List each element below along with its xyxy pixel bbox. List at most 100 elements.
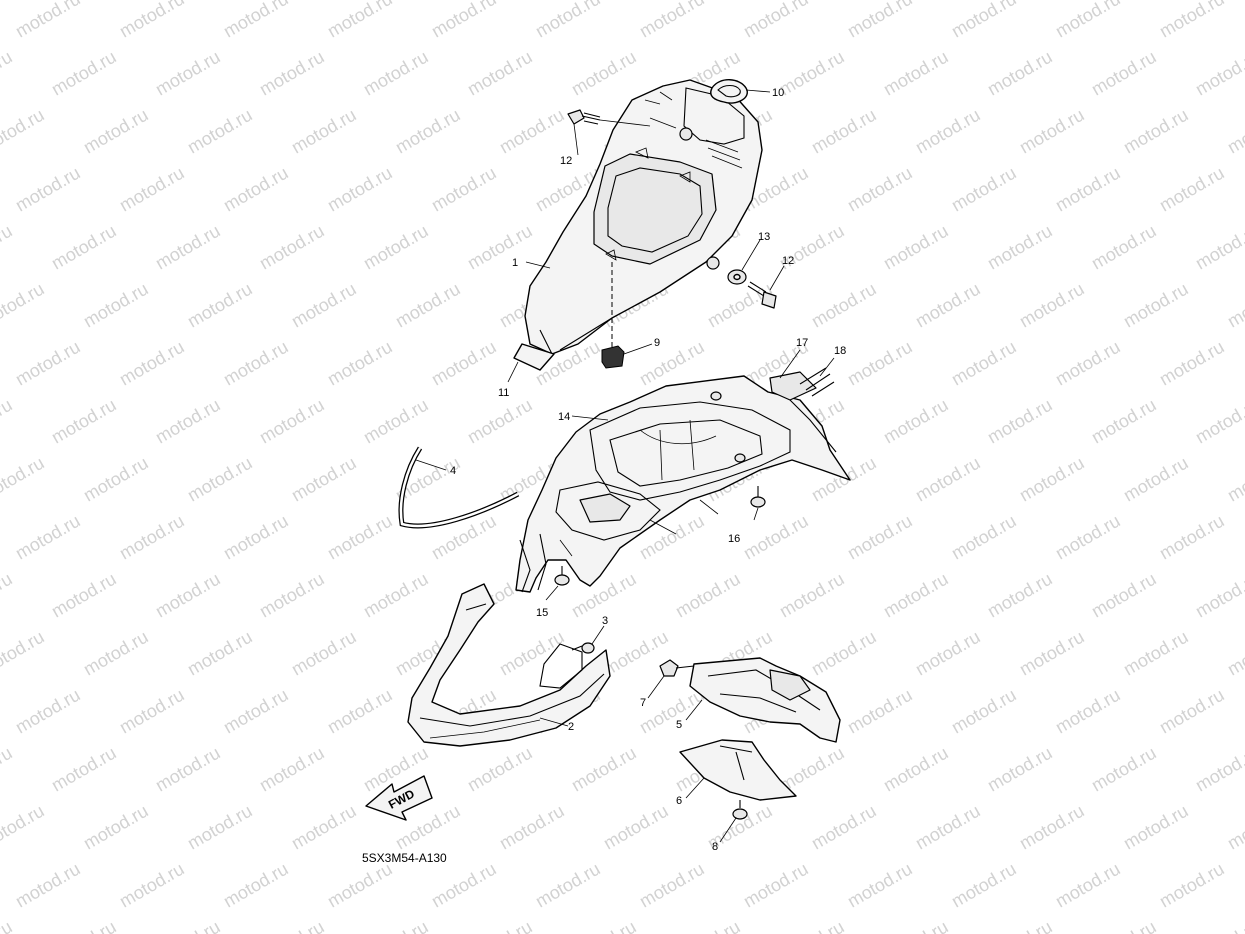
- watermark-text: motod.ru: [1052, 685, 1124, 738]
- watermark-text: motod.ru: [1224, 627, 1245, 680]
- watermark-text: motod.ru: [844, 685, 916, 738]
- watermark-text: motod.ru: [776, 47, 848, 100]
- watermark-text: motod.ru: [220, 163, 292, 216]
- watermark-text: motod.ru: [880, 743, 952, 796]
- watermark-text: motod.ru: [880, 569, 952, 622]
- watermark-text: motod.ru: [428, 859, 500, 912]
- watermark-text: motod.ru: [116, 0, 188, 41]
- watermark-text: motod.ru: [1052, 511, 1124, 564]
- callout-2: 2: [568, 721, 574, 733]
- watermark-text: motod.ru: [568, 743, 640, 796]
- callout-5: 5: [676, 719, 682, 731]
- watermark-text: motod.ru: [984, 47, 1056, 100]
- part-9-clip: [601, 345, 625, 369]
- callout-11: 11: [498, 387, 509, 399]
- part-7-bolt: [659, 659, 695, 677]
- watermark-text: motod.ru: [740, 0, 812, 41]
- watermark-text: motod.ru: [740, 859, 812, 912]
- part-11-plate: [513, 343, 555, 371]
- watermark-text: motod.ru: [152, 47, 224, 100]
- watermark-text: motod.ru: [220, 859, 292, 912]
- watermark-text: motod.ru: [256, 221, 328, 274]
- watermark-text: motod.ru: [464, 395, 536, 448]
- watermark-text: motod.ru: [984, 569, 1056, 622]
- watermark-text: motod.ru: [12, 163, 84, 216]
- watermark-text: motod.ru: [568, 47, 640, 100]
- watermark-text: motod.ru: [1156, 859, 1228, 912]
- watermark-text: motod.ru: [324, 511, 396, 564]
- part-1-front-cover: [524, 79, 763, 355]
- part-10-grommet: [710, 79, 748, 104]
- part-12-bolt-upper: [567, 109, 651, 127]
- watermark-text: motod.ru: [808, 627, 880, 680]
- watermark-text: motod.ru: [360, 917, 432, 934]
- part-6-plate: [679, 739, 797, 801]
- watermark-text: motod.ru: [1192, 569, 1245, 622]
- watermark-text: motod.ru: [464, 221, 536, 274]
- watermark-text: motod.ru: [80, 627, 152, 680]
- watermark-text: motod.ru: [948, 685, 1020, 738]
- watermark-text: motod.ru: [256, 47, 328, 100]
- watermark-text: motod.ru: [880, 221, 952, 274]
- watermark-text: motod.ru: [184, 627, 256, 680]
- watermark-text: motod.ru: [844, 0, 916, 41]
- watermark-text: motod.ru: [912, 627, 984, 680]
- watermark-text: motod.ru: [1224, 453, 1245, 506]
- watermark-text: motod.ru: [912, 453, 984, 506]
- watermark-text: motod.ru: [600, 801, 672, 854]
- watermark-text: motod.ru: [1224, 279, 1245, 332]
- watermark-text: motod.ru: [428, 337, 500, 390]
- watermark-text: motod.ru: [1052, 0, 1124, 41]
- watermark-text: motod.ru: [568, 917, 640, 934]
- watermark-text: motod.ru: [1192, 221, 1245, 274]
- watermark-text: motod.ru: [48, 569, 120, 622]
- watermark-text: motod.ru: [116, 163, 188, 216]
- watermark-text: motod.ru: [1052, 337, 1124, 390]
- part-5-inner-cover: [689, 657, 841, 743]
- watermark-text: motod.ru: [184, 105, 256, 158]
- watermark-text: motod.ru: [152, 221, 224, 274]
- watermark-text: motod.ru: [0, 47, 16, 100]
- watermark-text: motod.ru: [880, 395, 952, 448]
- watermark-text: motod.ru: [12, 859, 84, 912]
- watermark-text: motod.ru: [1120, 801, 1192, 854]
- watermark-text: motod.ru: [776, 569, 848, 622]
- watermark-text: motod.ru: [48, 47, 120, 100]
- part-8-bolt: [732, 800, 748, 820]
- watermark-text: motod.ru: [12, 337, 84, 390]
- watermark-text: motod.ru: [80, 453, 152, 506]
- callout-16: 16: [728, 533, 740, 545]
- part-14-under-tray: [515, 375, 851, 593]
- watermark-text: motod.ru: [1016, 279, 1088, 332]
- part-13-washer: [727, 269, 747, 285]
- watermark-text: motod.ru: [464, 47, 536, 100]
- watermark-text: motod.ru: [844, 511, 916, 564]
- watermark-text: motod.ru: [256, 743, 328, 796]
- callout-9: 9: [654, 337, 660, 349]
- watermark-text: motod.ru: [1156, 685, 1228, 738]
- watermark-text: motod.ru: [808, 801, 880, 854]
- part-16-bolt: [750, 486, 766, 508]
- watermark-text: motod.ru: [392, 105, 464, 158]
- watermark-text: motod.ru: [116, 685, 188, 738]
- watermark-text: motod.ru: [1016, 627, 1088, 680]
- watermark-text: motod.ru: [116, 511, 188, 564]
- watermark-text: motod.ru: [288, 453, 360, 506]
- watermark-text: motod.ru: [600, 627, 672, 680]
- fwd-arrow-icon: FWD: [365, 775, 433, 821]
- watermark-text: motod.ru: [636, 685, 708, 738]
- callout-12-right: 12: [782, 255, 794, 267]
- watermark-text: motod.ru: [1088, 917, 1160, 934]
- watermark-text: motod.ru: [808, 105, 880, 158]
- callout-8: 8: [712, 841, 718, 853]
- watermark-text: motod.ru: [1224, 801, 1245, 854]
- watermark-text: motod.ru: [48, 395, 120, 448]
- watermark-text: motod.ru: [1120, 279, 1192, 332]
- watermark-text: motod.ru: [1156, 163, 1228, 216]
- watermark-text: motod.ru: [1120, 105, 1192, 158]
- watermark-text: motod.ru: [80, 105, 152, 158]
- watermark-text: motod.ru: [0, 221, 16, 274]
- watermark-text: motod.ru: [0, 627, 48, 680]
- watermark-text: motod.ru: [532, 859, 604, 912]
- watermark-text: motod.ru: [152, 917, 224, 934]
